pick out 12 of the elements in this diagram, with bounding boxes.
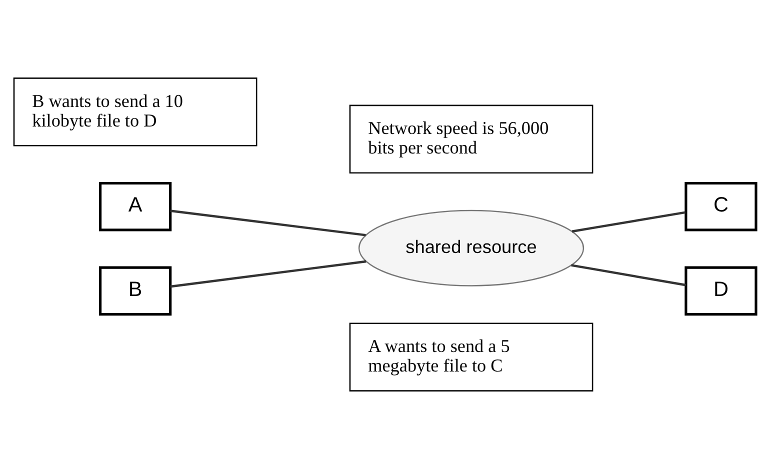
node-box: A — [98, 182, 172, 232]
node-ellipse: shared resource — [358, 210, 584, 286]
connector — [170, 210, 366, 236]
node-box: A wants to send a 5 megabyte file to C — [349, 322, 594, 392]
connector — [572, 211, 686, 233]
node-box: B — [98, 266, 172, 316]
node-box: Network speed is 56,000 bits per second — [349, 104, 594, 174]
node-box: C — [684, 182, 758, 232]
connector — [571, 264, 686, 286]
node-box: B wants to send a 10 kilobyte file to D — [13, 78, 258, 146]
connector — [170, 260, 366, 288]
node-box: D — [684, 266, 758, 316]
